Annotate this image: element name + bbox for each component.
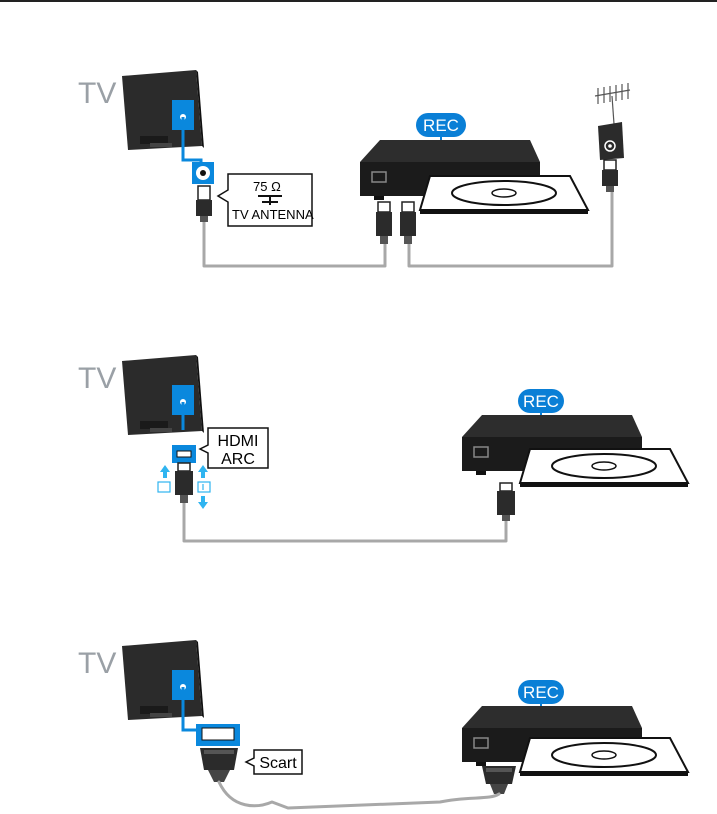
port-label-arc: ARC xyxy=(221,451,255,468)
hdmi-port-label: HDMI ARC xyxy=(200,428,268,468)
hdmi-plug-icon xyxy=(175,463,193,503)
disc-tray-icon xyxy=(520,738,688,776)
rec-label: REC xyxy=(423,116,459,135)
scart-plug-icon xyxy=(200,748,238,782)
tv-label: TV xyxy=(78,362,116,395)
tv-label: TV xyxy=(78,647,116,680)
port-label-antenna: TV ANTENNA xyxy=(232,207,314,222)
antenna-icon xyxy=(595,83,630,124)
wall-socket-icon xyxy=(598,122,624,192)
tv-port-highlight xyxy=(172,670,196,730)
coax-socket-icon xyxy=(192,162,214,184)
audio-arrow-icon xyxy=(198,465,210,509)
panel-scart: TV Scart REC xyxy=(78,640,688,808)
rec-badge: REC xyxy=(416,113,466,144)
hdmi-socket-icon xyxy=(172,445,196,463)
recorder-plugs xyxy=(376,202,416,244)
disc-tray-icon xyxy=(420,176,588,214)
tv-label: TV xyxy=(78,77,116,110)
scart-socket-icon xyxy=(196,724,240,746)
panel-hdmi: TV xyxy=(78,355,688,541)
recorder-plug xyxy=(497,483,515,521)
port-label-hdmi: HDMI xyxy=(218,433,259,450)
video-arrow-icon xyxy=(158,465,170,492)
antenna-port-label: 75 Ω TV ANTENNA xyxy=(218,174,314,226)
rec-label: REC xyxy=(523,392,559,411)
panel-antenna: TV 75 Ω TV ANTENNA xyxy=(78,70,630,266)
disc-tray-icon xyxy=(520,449,688,487)
scart-port-label: Scart xyxy=(246,750,302,774)
recorder-scart-plug xyxy=(482,766,516,794)
hdmi-cable xyxy=(184,503,506,541)
scart-cable xyxy=(219,782,499,808)
port-label-ohm: 75 Ω xyxy=(253,179,281,194)
rec-label: REC xyxy=(523,683,559,702)
port-label-scart: Scart xyxy=(259,755,297,772)
coax-plug-icon xyxy=(196,186,212,222)
